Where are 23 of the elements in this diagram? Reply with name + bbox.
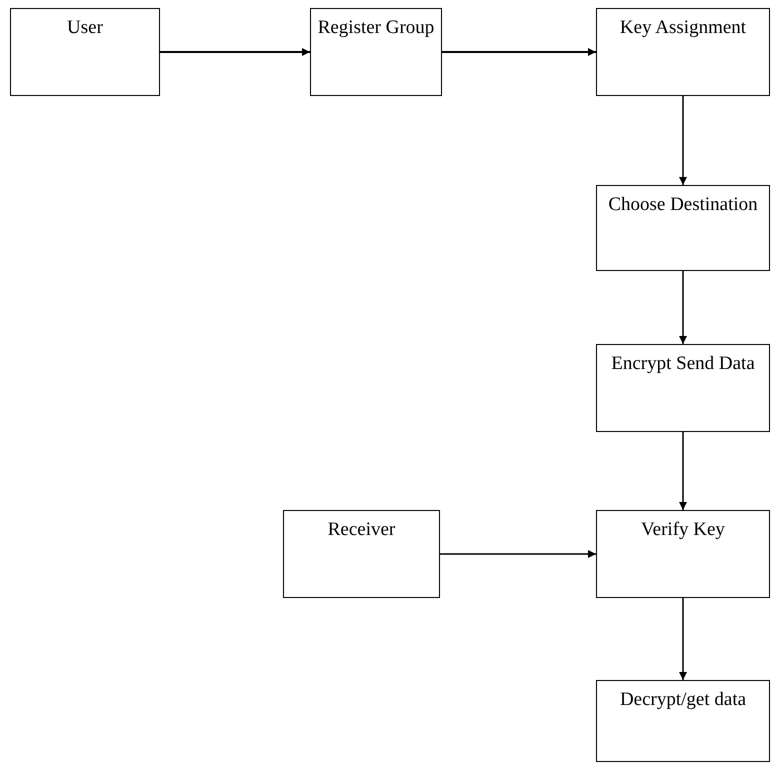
- box-label: Encrypt Send Data: [611, 352, 755, 376]
- process-box: [283, 510, 440, 598]
- arrow: [442, 48, 596, 56]
- box-label: User: [67, 16, 103, 40]
- box-label: Register Group: [318, 16, 434, 40]
- process-box: [596, 344, 770, 432]
- process-box: [310, 8, 442, 96]
- box-label: Key Assignment: [620, 16, 746, 40]
- arrow: [160, 48, 310, 56]
- arrow: [679, 432, 687, 510]
- arrow: [679, 271, 687, 344]
- arrow: [440, 550, 596, 558]
- process-box: [596, 185, 770, 271]
- process-box: [596, 680, 770, 762]
- process-box: [596, 510, 770, 598]
- arrow: [679, 598, 687, 680]
- arrow: [679, 96, 687, 185]
- box-label: Verify Key: [641, 518, 725, 542]
- process-box: [596, 8, 770, 96]
- box-label: Choose Destination: [608, 193, 758, 217]
- box-label: Receiver: [328, 518, 396, 542]
- process-box: [10, 8, 160, 96]
- box-label: Decrypt/get data: [620, 688, 746, 712]
